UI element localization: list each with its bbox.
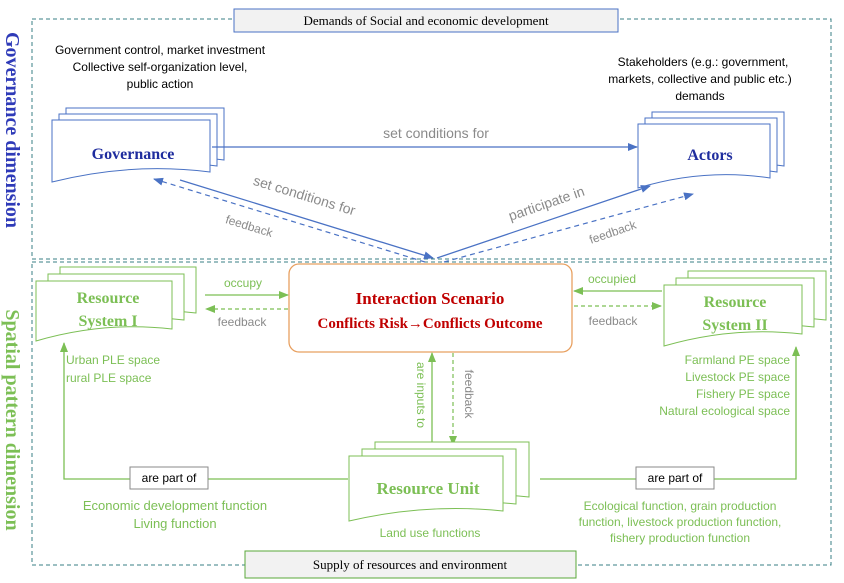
function-right-2: function, livestock production function, [579,515,782,529]
footer-box-label: Supply of resources and environment [313,557,508,572]
resource-system-2-note-1: Farmland PE space [685,353,791,367]
governance-dimension-label: Governance dimension [1,32,23,228]
edge-rs1-occupy-label: occupy [224,276,262,290]
actors-title: Actors [687,147,732,164]
resource-system-1-note-2: rural PLE space [66,371,152,385]
edge-scenario-to-actors-feedback [443,192,694,263]
resource-system-1-node [35,266,197,342]
function-right-3: fishery production function [610,531,750,545]
resource-system-2-note-2: Livestock PE space [685,370,790,384]
actors-node [637,111,785,189]
function-left-2: Living function [133,516,216,531]
part-of-right-box [635,466,715,490]
interaction-scenario-subtitle: Conflicts Risk→Conflicts Outcome [318,316,543,332]
resource-system-2-title-line1: Resource [704,294,767,311]
part-of-left-label: are part of [142,471,197,485]
footer-box [244,550,577,579]
part-of-left-box [129,466,209,490]
interaction-scenario-title: Interaction Scenario [356,289,505,308]
edge-part-of-right [540,346,800,480]
edge-actors-participate [436,185,651,259]
edge-gov-to-scenario [179,179,434,260]
header-box-label: Demands of Social and economic developme… [303,13,549,28]
governance-title: Governance [92,146,175,163]
edge-rs1-feedback-label: feedback [218,315,268,329]
resource-system-2-title-line2: System II [702,317,767,334]
actors-note-2: markets, collective and public etc.) [608,72,791,86]
resource-system-1-note-1: Urban PLE space [66,353,160,367]
edge-rs2-feedback-label: feedback [589,314,639,328]
edge-scenario-to-gov-feedback-label: feedback [224,212,276,240]
governance-node [51,107,225,183]
part-of-right-label: are part of [648,471,703,485]
edge-rs2-occupied-label: occupied [588,272,636,286]
resource-system-1-title-line1: Resource [77,290,140,307]
edge-actors-participate-label: participate in [506,183,586,224]
edge-scenario-to-gov-feedback [153,177,426,263]
edge-unit-inputs-label: are inputs to [414,362,428,428]
actors-note-3: demands [675,89,724,103]
edge-unit-feedback-label: feedback [462,370,476,420]
edge-scenario-to-actors-feedback-label: feedback [587,217,639,246]
edge-part-of-left [60,342,348,480]
function-right-1: Ecological function, grain production [584,499,777,513]
governance-note-2: Collective self-organization level, [73,60,248,74]
actors-note-1: Stakeholders (e.g.: government, [618,55,789,69]
spatial-dimension-label: Spatial pattern dimension [1,309,23,530]
resource-system-2-note-3: Fishery PE space [696,387,790,401]
header-box [233,8,619,33]
resource-unit-title: Resource Unit [376,479,479,498]
governance-note-3: public action [127,77,194,91]
resource-unit-caption: Land use functions [380,526,481,540]
edge-gov-to-scenario-label: set conditions for [252,172,358,218]
resource-system-2-note-4: Natural ecological space [659,404,790,418]
resource-unit-node [348,441,530,522]
resource-system-2-node [663,270,827,347]
edge-gov-to-actors-label: set conditions for [383,125,489,141]
resource-system-1-title-line2: System I [78,313,137,330]
interaction-scenario-box [288,263,573,353]
governance-note-1: Government control, market investment [55,43,266,57]
function-left-1: Economic development function [83,498,267,513]
